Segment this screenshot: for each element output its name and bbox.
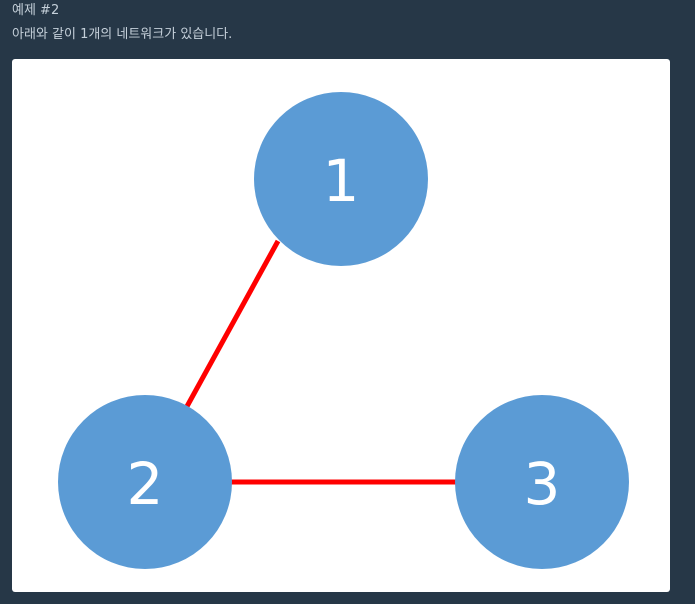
node-2 (58, 395, 232, 569)
example-description: 아래와 같이 1개의 네트워크가 있습니다. (12, 27, 233, 42)
node-3-label: 3 (524, 450, 561, 518)
network-diagram: 1 2 3 (58, 92, 629, 569)
node-1-label: 1 (323, 147, 360, 215)
edge-1-2 (182, 239, 281, 412)
node-1 (254, 92, 428, 266)
example-title: 예제 #2 (12, 3, 60, 18)
node-2-label: 2 (127, 450, 164, 518)
network-diagram-card: 1 2 3 (12, 59, 670, 592)
node-3 (455, 395, 629, 569)
